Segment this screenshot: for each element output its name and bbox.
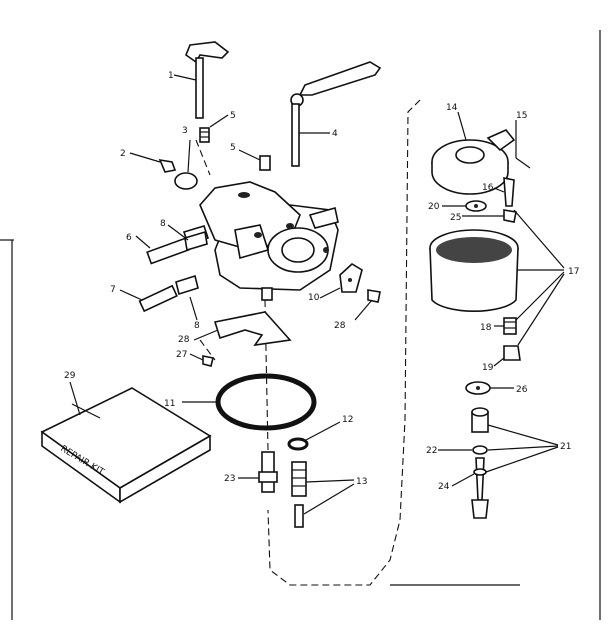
callout-16: 16 [482,183,494,193]
callout-14: 14 [446,103,458,113]
leader-line [69,381,81,416]
callout-11: 11 [164,399,175,409]
callout-22: 22 [426,446,437,456]
sealing-washer-part [287,421,341,451]
callout-1: 1 [168,71,174,81]
inlet-seat-part [462,209,517,223]
bowl-washer-part [465,381,514,395]
spring-part [199,114,229,143]
callout-9: 5 [230,111,236,121]
screw-part [129,152,177,173]
assembly-path [199,339,216,361]
throttle-plate-part [174,139,198,190]
carburetor-body-part [199,181,339,301]
callout-21: 21 [560,442,571,452]
callout-7: 7 [110,285,116,295]
baffle-plate-part [193,311,292,347]
callout-20: 20 [428,202,440,212]
callout-12: 12 [342,415,353,425]
needle-o-ring-part [451,468,487,487]
baffle-screw-part [189,353,214,367]
callout-19: 19 [482,363,494,373]
callout-28: 28 [334,321,346,331]
callout-10: 10 [308,293,320,303]
callout-18: 18 [480,323,492,333]
callout-26-right: 26 [516,385,528,395]
fiber-washer-part [442,200,487,212]
callout-8: 8 [160,219,166,229]
main-jet-part [238,451,278,493]
bowl-screw-part [493,177,515,207]
idle-screw-part [119,274,199,313]
callout-3: 3 [182,126,188,136]
choke-shaft-part [290,61,382,167]
callout-29: 29 [64,371,76,381]
leader-line [189,296,198,321]
float-part [431,111,516,195]
float-bowl-part [429,209,565,346]
callout-4: 4 [332,129,338,139]
callout-17: 17 [568,267,579,277]
needle-spring-part [167,224,208,252]
bowl-gasket-part [182,373,317,431]
assembly-path [267,99,421,586]
callout-6: 6 [126,233,132,243]
adjusting-needle-part [471,407,559,519]
callout-23: 23 [224,474,235,484]
bowl-nut-part [493,345,521,367]
callout-25: 25 [450,213,461,223]
throttle-shaft-part [173,41,230,119]
callout-27: 27 [176,350,187,360]
bushing-part [238,149,271,171]
repair-kit-box [40,387,212,504]
callout-5: 5 [230,143,236,153]
bracket-part [319,263,363,299]
callout-24: 24 [438,482,450,492]
callout-13: 13 [356,477,367,487]
callout-8b: 8 [194,321,200,331]
callout-15: 15 [516,111,527,121]
bowl-spring-part [494,317,517,335]
inlet-needle-part [291,461,355,528]
float-pin-part [515,120,531,169]
assembly-path [195,139,211,176]
bracket-screw-part [354,289,381,321]
callout-26-left: 28 [178,335,190,345]
callout-2: 2 [120,149,126,159]
